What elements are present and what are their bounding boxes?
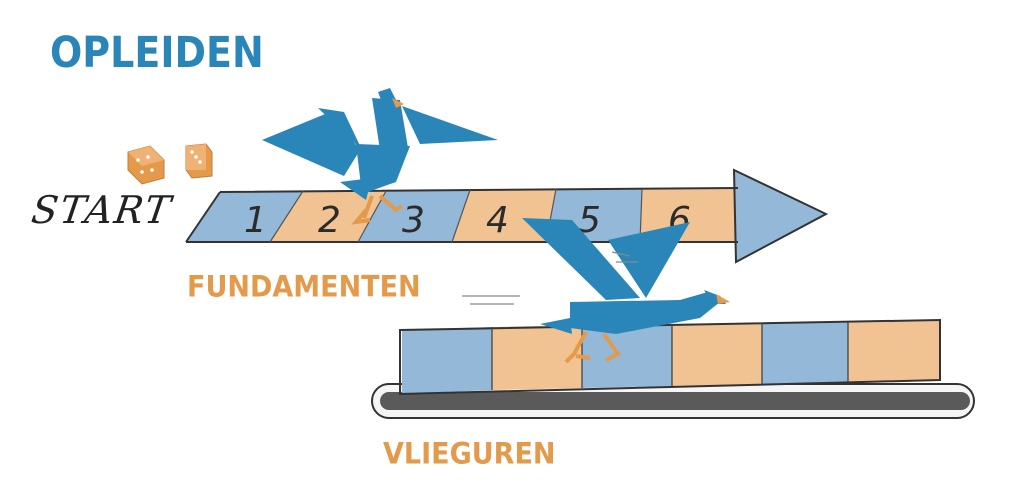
track-vliegturen bbox=[371, 318, 975, 419]
square-number-5: 5 bbox=[578, 200, 601, 241]
track-label-fundamenten: FUNDAMENTEN bbox=[187, 270, 421, 305]
square-number-2: 2 bbox=[318, 200, 341, 241]
page-title: OPLEIDEN bbox=[50, 28, 264, 78]
track-fundamenten bbox=[185, 168, 829, 264]
dice-icon bbox=[185, 143, 213, 179]
square-number-4: 4 bbox=[486, 200, 509, 241]
dice-icon bbox=[127, 145, 165, 185]
track-label-vliegturen: VLIEGUREN bbox=[383, 437, 556, 472]
bird-icon bbox=[462, 218, 730, 364]
square-number-3: 3 bbox=[402, 200, 425, 241]
square-number-1: 1 bbox=[244, 200, 267, 241]
bird-icon bbox=[262, 88, 498, 225]
